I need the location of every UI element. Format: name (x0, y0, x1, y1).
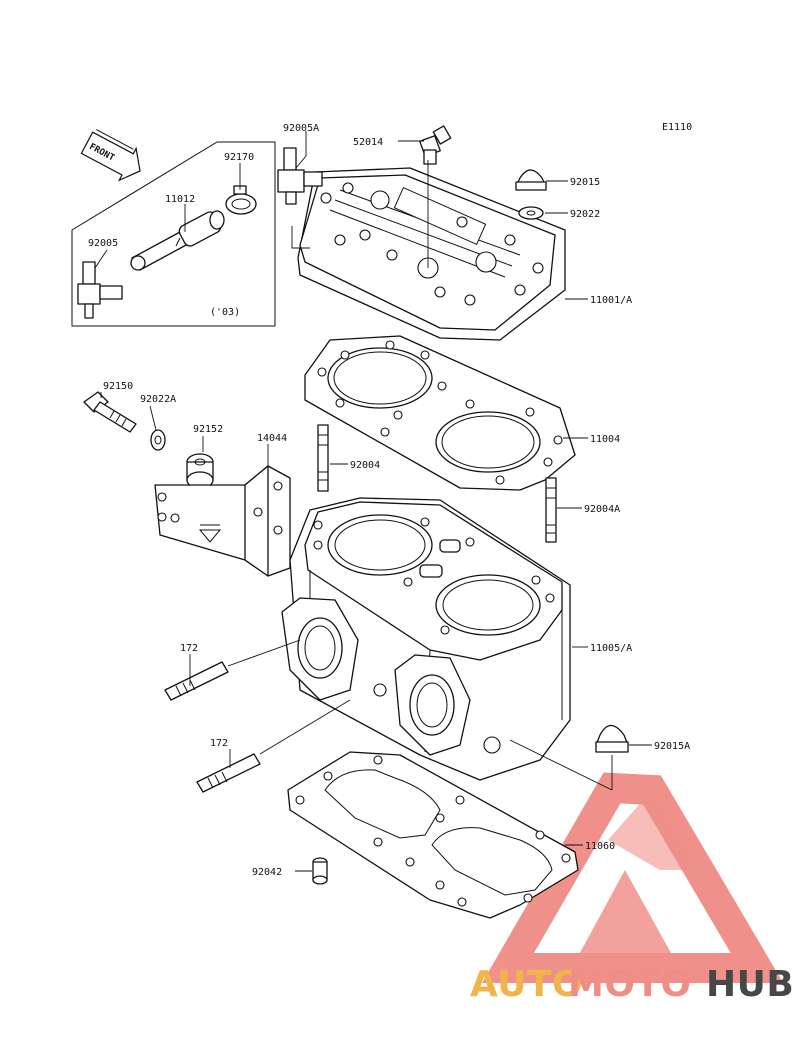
watermark-moto: MOTO (568, 964, 692, 1005)
year-note: ('03) (210, 307, 240, 318)
watermark-logo (482, 772, 784, 983)
watermark-hub: HUB (706, 964, 794, 1005)
head-gasket (304, 335, 576, 491)
washer-92022A (150, 429, 166, 451)
label-11060: 11060 (585, 841, 615, 852)
cylinder-block (281, 497, 571, 781)
cap-nut-92015A (595, 724, 629, 753)
stud-92004A (545, 477, 557, 543)
label-172-upper: 172 (180, 643, 198, 654)
watermark-text: AUTO MOTO HUB (470, 964, 794, 1005)
bolt-92150 (83, 391, 137, 433)
bracket-14044 (154, 465, 291, 577)
stud-92004 (317, 424, 329, 492)
label-92004A: 92004A (584, 504, 620, 515)
label-11012: 11012 (165, 194, 195, 205)
label-92005: 92005 (88, 238, 118, 249)
label-11004: 11004 (590, 434, 620, 445)
stud-172-lower (196, 753, 261, 793)
diagram-code: E1110 (662, 122, 692, 133)
part-labels: 92005A 52014 92170 11012 92005 92015 920… (88, 123, 690, 878)
leader-lines (94, 131, 652, 872)
elbow-fitting (77, 261, 123, 319)
base-gasket (287, 751, 579, 919)
hose-fitting (130, 210, 225, 271)
head-fitting (277, 147, 323, 205)
label-92015A: 92015A (654, 741, 690, 752)
label-172-lower: 172 (210, 738, 228, 749)
watermark-auto: AUTO (470, 964, 583, 1005)
collar-92152 (186, 453, 214, 489)
label-92015: 92015 (570, 177, 600, 188)
top-fitting (419, 125, 452, 165)
stud-172-upper (164, 661, 229, 701)
dowel-92042 (312, 857, 328, 885)
label-92005A: 92005A (283, 123, 319, 134)
label-92022A: 92022A (140, 394, 176, 405)
hose-clamp (225, 185, 257, 215)
front-arrow-icon: FRONT (80, 129, 141, 182)
label-52014: 52014 (353, 137, 383, 148)
label-11005A: 11005/A (590, 643, 632, 654)
label-92170: 92170 (224, 152, 254, 163)
washer (518, 206, 544, 220)
cap-nut (515, 169, 547, 191)
label-14044: 14044 (257, 433, 287, 444)
label-92042: 92042 (252, 867, 282, 878)
label-92150: 92150 (103, 381, 133, 392)
label-92152: 92152 (193, 424, 223, 435)
inset-frame (71, 141, 276, 327)
cylinder-head (297, 167, 566, 341)
label-92004: 92004 (350, 460, 380, 471)
label-11001A: 11001/A (590, 295, 632, 306)
label-92022: 92022 (570, 209, 600, 220)
